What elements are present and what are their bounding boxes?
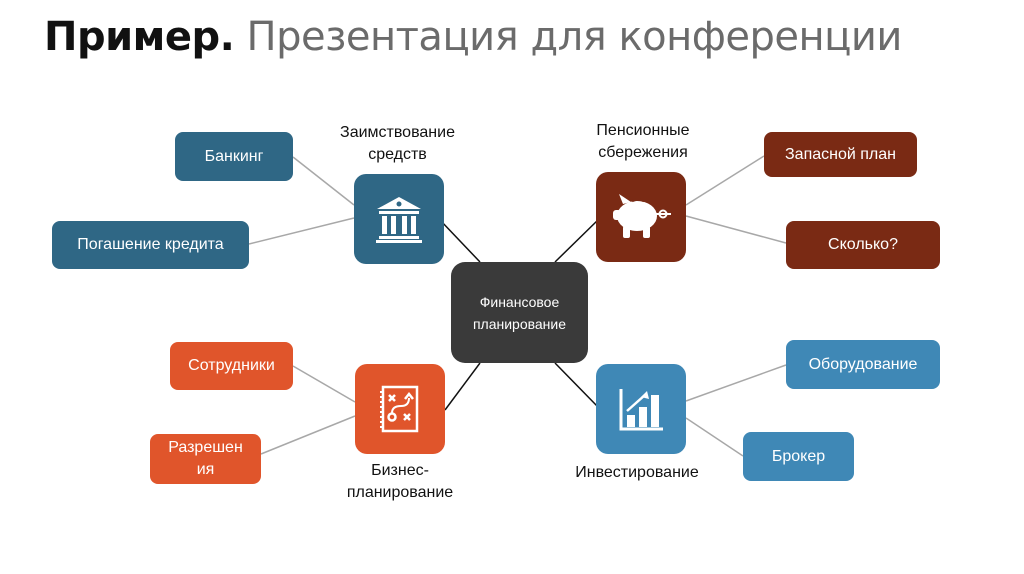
slide-title: Пример. Презентация для конференции <box>44 14 902 60</box>
title-rest: Презентация для конференции <box>246 14 903 60</box>
bank-icon <box>376 197 422 243</box>
center-label: Финансовое планирование <box>472 293 567 332</box>
leaf-banking-label: Банкинг <box>204 147 264 165</box>
leaf-employees: Сотрудники <box>170 342 293 390</box>
center-node-financial-planning: Финансовое планирование <box>451 262 588 363</box>
leaf-broker-label: Брокер <box>771 447 826 465</box>
leaf-equipment: Оборудование <box>786 340 940 389</box>
piggy-bank-icon <box>613 194 671 238</box>
hub-borrowing <box>354 174 444 264</box>
leaf-equipment-label: Оборудование <box>808 355 918 373</box>
hub-investing <box>596 364 686 454</box>
leaf-how-much: Сколько? <box>786 221 940 269</box>
leaf-employees-label: Сотрудники <box>188 357 275 374</box>
leaf-broker: Брокер <box>743 432 854 481</box>
growth-chart-icon <box>619 389 663 431</box>
leaf-banking: Банкинг <box>175 132 293 181</box>
hub-label-business: Бизнес-планирование <box>346 462 454 501</box>
leaf-how-much-label: Сколько? <box>828 236 898 253</box>
leaf-backup-plan-label: Запасной план <box>785 145 896 163</box>
title-lead: Пример. <box>44 14 235 60</box>
leaf-loan-repayment: Погашение кредита <box>52 221 249 269</box>
leaf-backup-plan: Запасной план <box>764 132 917 177</box>
hub-business <box>355 364 445 454</box>
hub-label-borrowing: Заимствование средств <box>340 124 455 163</box>
hub-pension <box>596 172 686 262</box>
hub-label-investing: Инвестирование <box>575 464 699 481</box>
leaf-permits-label: Разрешения <box>168 439 243 478</box>
leaf-loan-repayment-label: Погашение кредита <box>77 236 224 253</box>
leaf-permits: Разрешения <box>150 434 261 484</box>
strategy-board-icon <box>380 385 419 433</box>
hub-label-pension: Пенсионные сбережения <box>596 122 690 161</box>
